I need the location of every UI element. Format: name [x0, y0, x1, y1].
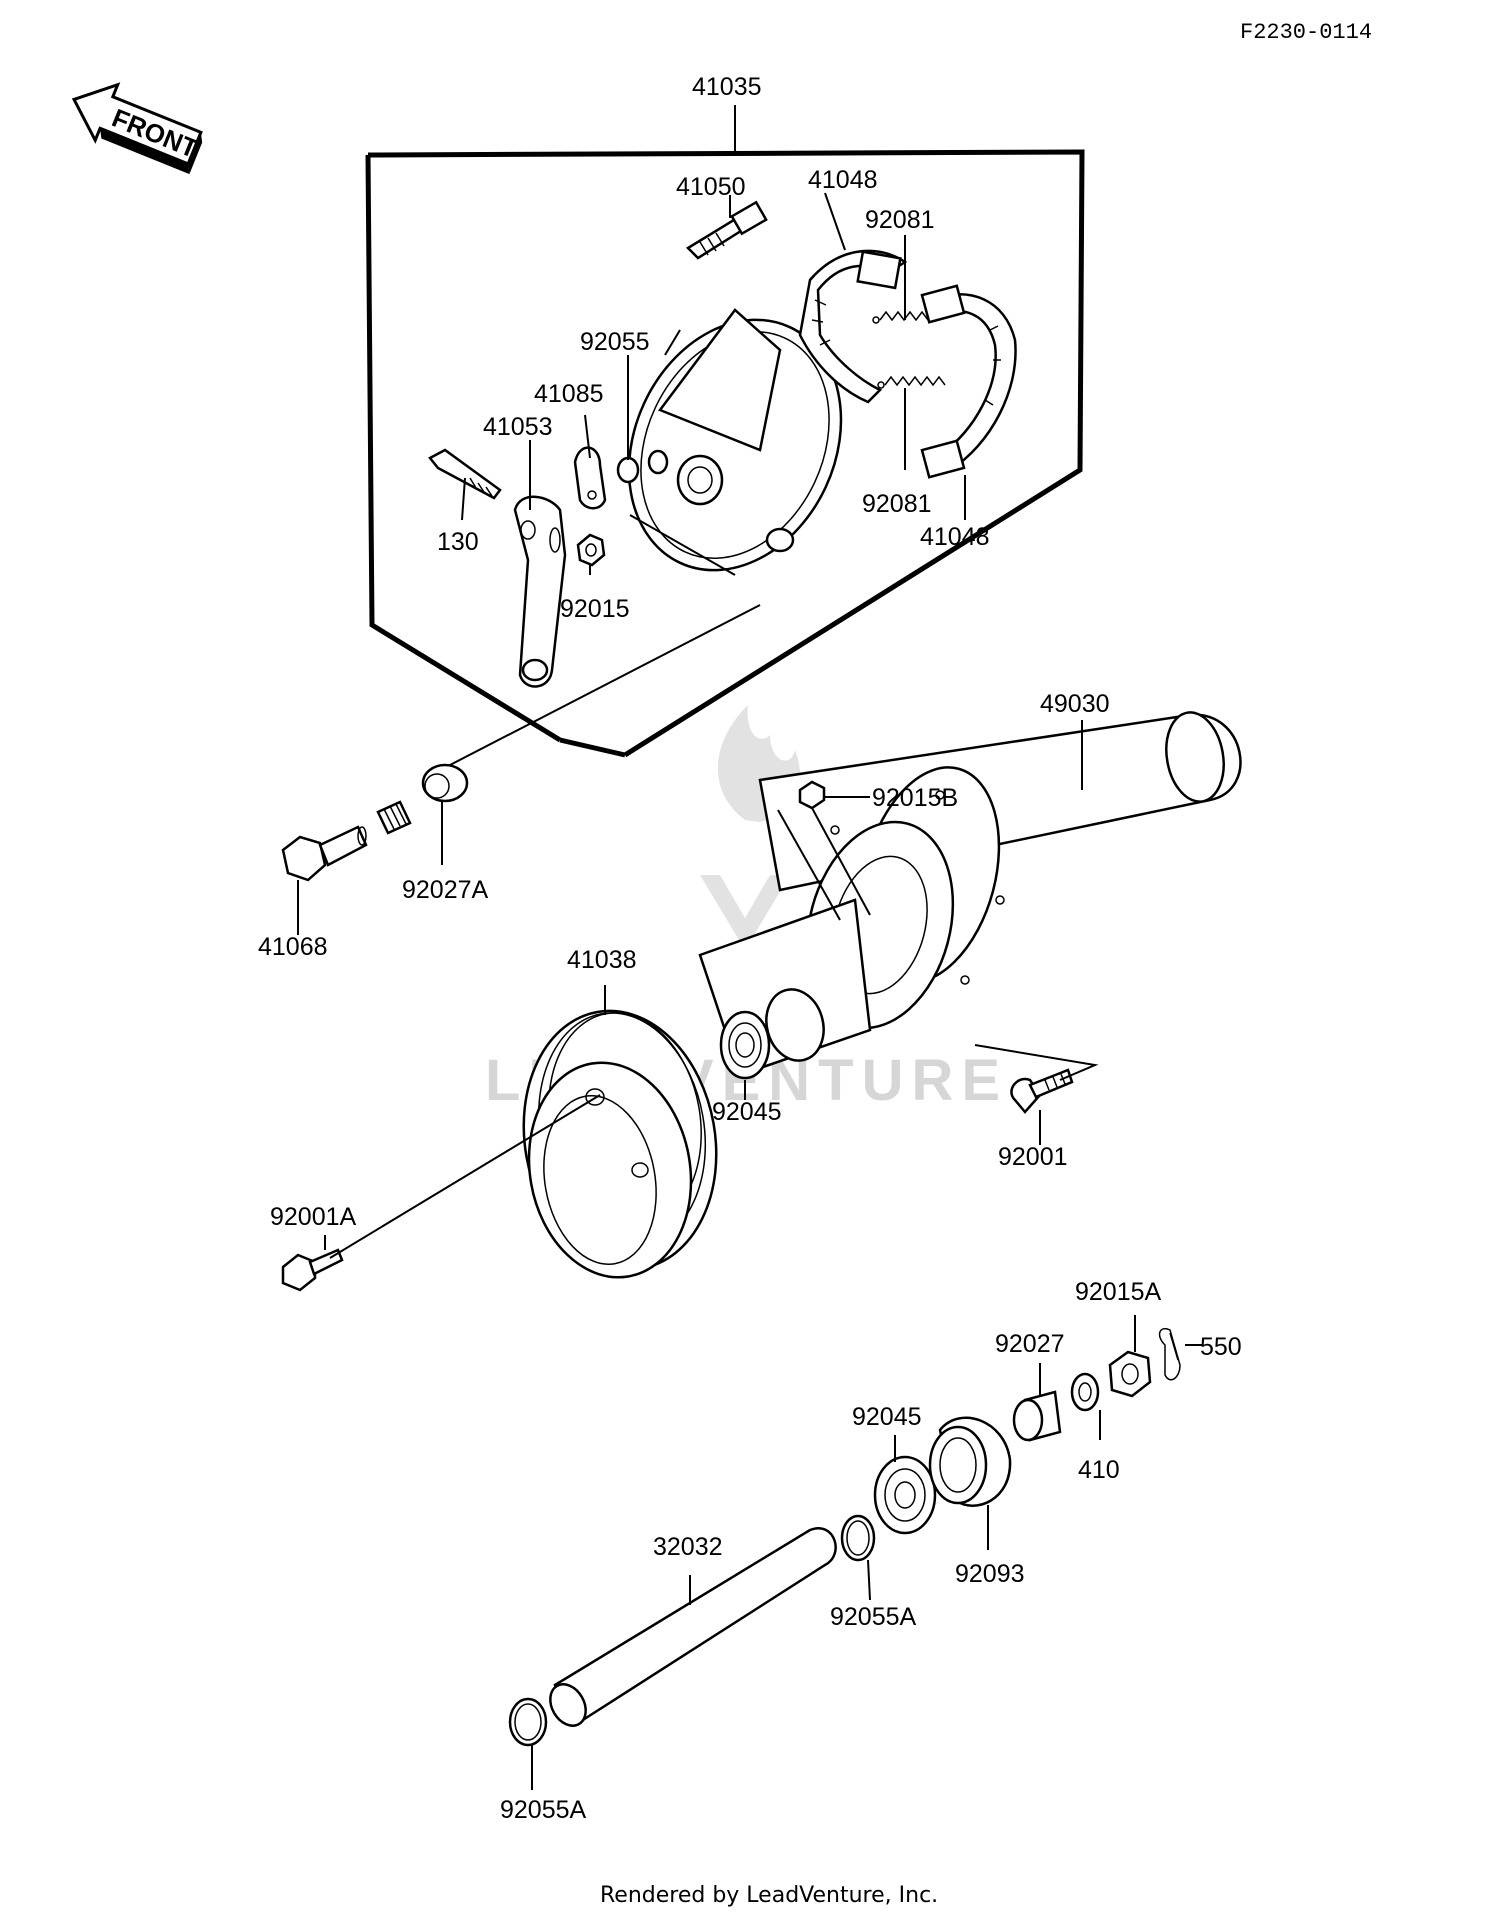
nut-92015B: [798, 780, 826, 810]
label-41035: 41035: [692, 73, 762, 101]
bolt-92001A: [281, 1094, 601, 1292]
sleeve-92093: [928, 1416, 1012, 1507]
label-92055A-upper: 92055A: [830, 1603, 917, 1631]
label-92045-lower: 92045: [852, 1403, 922, 1431]
washer-410-inner: [1078, 1382, 1092, 1402]
bearing-92045-lower: [873, 1455, 937, 1535]
label-92027: 92027: [995, 1330, 1065, 1358]
lever-41085: [573, 446, 607, 510]
label-92015: 92015: [560, 595, 630, 623]
label-92093: 92093: [955, 1560, 1025, 1588]
nut-92015A: [1108, 1350, 1152, 1398]
label-92055A-lower: 92055A: [500, 1796, 587, 1824]
label-92081-upper: 92081: [865, 206, 935, 234]
front-arrow: FRONT: [71, 82, 203, 175]
figure-code: F2230-0114: [1240, 20, 1372, 45]
label-410: 410: [1078, 1456, 1120, 1484]
ring-92055A-lower-inner: [514, 1703, 542, 1741]
leader-lines: [297, 192, 1202, 1790]
ring-92055A-lower: [508, 1697, 548, 1747]
seal-92055: [616, 456, 640, 484]
bearing-92045-upper: [719, 1010, 771, 1080]
label-41053: 41053: [483, 413, 553, 441]
label-92081-lower: 92081: [862, 490, 932, 518]
nut-92015: [576, 533, 606, 567]
bolt-130: [428, 448, 502, 500]
label-92001: 92001: [998, 1143, 1068, 1171]
cotter-pin-550: [1158, 1328, 1181, 1381]
bolt-41068: [281, 825, 368, 882]
label-41048-lower: 41048: [920, 523, 990, 551]
label-49030: 49030: [1040, 690, 1110, 718]
label-32032: 32032: [653, 1533, 723, 1561]
footer-credit: Rendered by LeadVenture, Inc.: [600, 1883, 938, 1908]
label-41050: 41050: [676, 173, 746, 201]
axle-32032: [549, 1527, 837, 1727]
washer-410: [1070, 1372, 1100, 1412]
label-41068: 41068: [258, 933, 328, 961]
brake-panel: [627, 308, 843, 576]
label-92015A: 92015A: [1075, 1278, 1162, 1306]
springs-92081: [872, 310, 946, 389]
collar-92027: [1012, 1390, 1062, 1442]
label-92027A: 92027A: [402, 876, 489, 904]
label-92001A: 92001A: [270, 1203, 357, 1231]
spacer-grooved: [376, 800, 412, 835]
label-41038: 41038: [567, 946, 637, 974]
adjuster-bolt-41050: [685, 200, 768, 260]
ring-92055A-upper-inner: [846, 1520, 870, 1556]
brake-shoe-lower: [920, 284, 1017, 479]
label-130: 130: [437, 528, 479, 556]
collar-92027A: [421, 763, 469, 803]
part-labels: 41035 41050 41048 92081 92055 41085 4105…: [258, 73, 1242, 1824]
brake-assembly-frame: [365, 105, 1085, 758]
lever-hole: [587, 490, 597, 500]
brake-drum-41038: [522, 1009, 718, 1279]
bolt-92001: [1010, 1068, 1074, 1114]
label-92055: 92055: [580, 328, 650, 356]
washer-ring: [647, 449, 669, 475]
label-41048-upper: 41048: [808, 166, 878, 194]
label-550: 550: [1200, 1333, 1242, 1361]
brake-arm-41053: [513, 495, 567, 688]
label-41085: 41085: [534, 380, 604, 408]
label-92045-upper: 92045: [712, 1098, 782, 1126]
brake-shoe-upper: [798, 249, 908, 404]
label-92015B: 92015B: [872, 784, 958, 812]
